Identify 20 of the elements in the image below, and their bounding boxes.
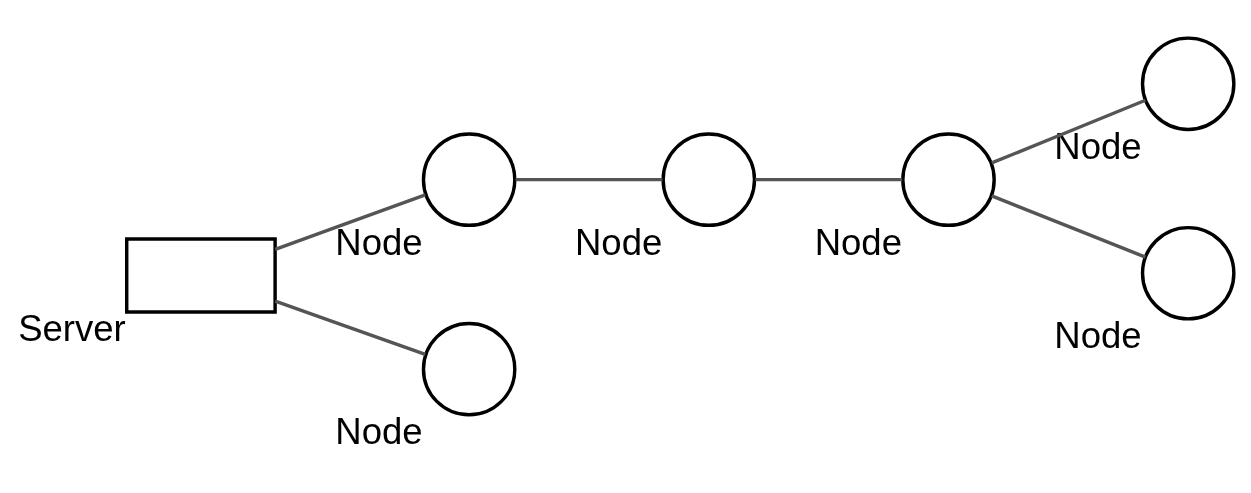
node-label: Node	[814, 221, 902, 263]
node-circle	[901, 131, 996, 227]
connector	[274, 299, 426, 356]
node-label: Server	[18, 307, 126, 349]
connector	[515, 177, 663, 181]
node-label: Node	[335, 410, 423, 452]
connector	[991, 98, 1147, 165]
connector	[991, 193, 1147, 259]
node-circle	[421, 321, 517, 416]
node-circle	[661, 131, 757, 227]
node-box	[125, 236, 277, 314]
node-label: Node	[1054, 314, 1142, 356]
node-circle	[1140, 35, 1236, 131]
node-circle	[421, 131, 517, 227]
connector	[274, 192, 426, 251]
connector	[755, 177, 903, 181]
node-label: Node	[575, 221, 663, 263]
node-label: Node	[1054, 125, 1142, 167]
node-label: Node	[335, 221, 423, 263]
node-circle	[1140, 225, 1236, 321]
